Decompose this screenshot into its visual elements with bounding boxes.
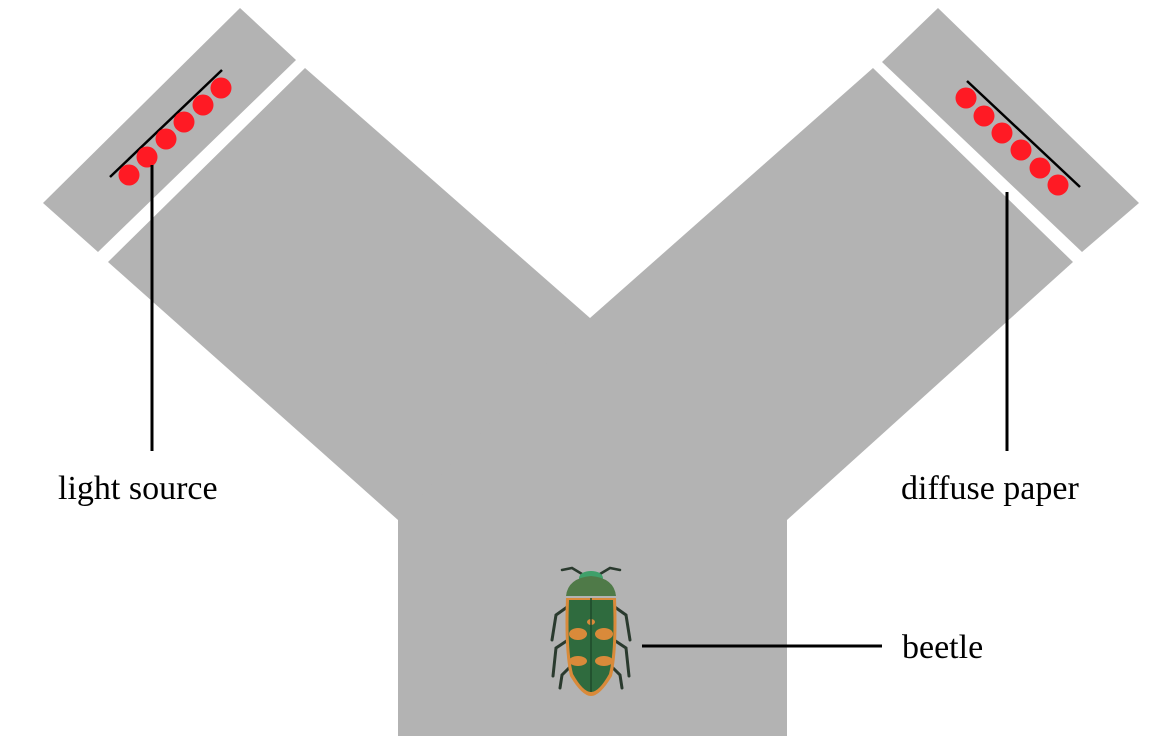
led xyxy=(973,105,995,127)
maze-junction xyxy=(398,318,787,520)
led xyxy=(192,94,214,116)
led xyxy=(991,122,1013,144)
led xyxy=(173,111,195,133)
led xyxy=(955,87,977,109)
left-light-chamber xyxy=(43,8,296,252)
light-source-label: light source xyxy=(58,470,218,507)
led xyxy=(1029,157,1051,179)
beetle-icon xyxy=(550,566,632,696)
left-light-bar xyxy=(109,69,223,178)
diffuse-paper-label: diffuse paper xyxy=(901,470,1079,507)
led xyxy=(136,146,158,168)
led xyxy=(118,164,140,186)
beetle-label: beetle xyxy=(902,629,983,666)
led xyxy=(210,77,232,99)
right-light-chamber xyxy=(882,8,1139,252)
right-led-array xyxy=(955,87,1069,196)
maze-right-arm xyxy=(590,68,1073,520)
led xyxy=(1047,174,1069,196)
y-maze xyxy=(108,68,1073,736)
right-light-bar xyxy=(966,80,1081,188)
led xyxy=(155,128,177,150)
led xyxy=(1010,139,1032,161)
maze-left-arm xyxy=(108,68,590,520)
left-led-array xyxy=(118,77,232,186)
